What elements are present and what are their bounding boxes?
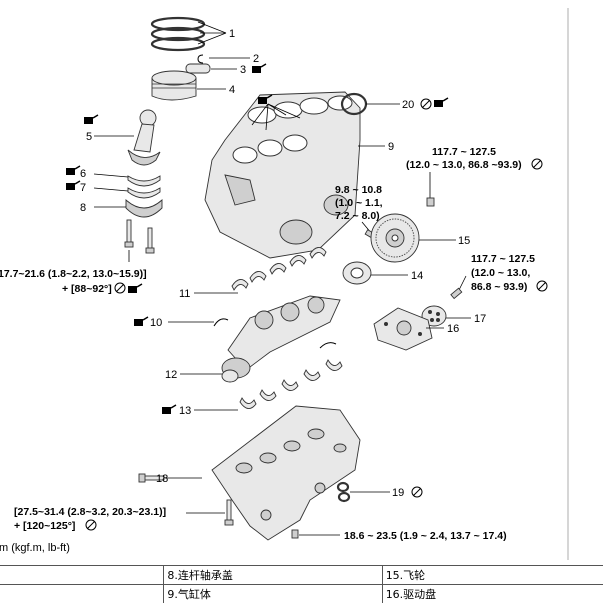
oil-can-icon <box>66 181 80 190</box>
legend-cell <box>0 566 164 585</box>
callout-1: 1 <box>229 28 235 40</box>
legend-cell: 8.连杆轴承盖 <box>164 566 382 585</box>
no-reuse-icon <box>115 283 125 293</box>
drive-plate-bolt <box>451 288 462 298</box>
table-row: 8.连杆轴承盖 15.飞轮 <box>0 566 603 585</box>
callout-9: 9 <box>388 141 394 153</box>
callout-13: 13 <box>179 405 191 417</box>
callout-2: 2 <box>253 53 259 65</box>
spacer-plate <box>343 262 371 284</box>
torque-main-cap-line1: [27.5~31.4 (2.8~3.2, 20.3~23.1)] <box>14 506 166 518</box>
callout-12: 12 <box>165 369 177 381</box>
no-reuse-icon <box>537 281 547 291</box>
conrod-bolts <box>125 220 154 253</box>
leader-6 <box>94 174 128 177</box>
lower-main-bearings <box>240 360 342 409</box>
torque-drive-plate-line1: 117.7 ~ 127.5 <box>471 253 535 265</box>
no-reuse-icon <box>532 159 542 169</box>
callout-6: 6 <box>80 168 86 180</box>
cylinder-block <box>205 92 360 258</box>
torque-main-cap-line2: + [120~125°] <box>14 520 75 532</box>
torque-drive-plate-line3: 86.8 ~ 93.9) <box>471 281 527 293</box>
torque-conrod-line2: + [88~92°] <box>62 283 112 295</box>
callout-10: 10 <box>150 317 162 329</box>
oil-can-icon <box>434 98 448 107</box>
callout-19: 19 <box>392 487 404 499</box>
unit-note: m (kgf.m, lb-ft) <box>0 542 70 554</box>
callout-7: 7 <box>80 182 86 194</box>
conrod-bearing-lower <box>128 188 160 198</box>
main-cap-bolt <box>225 500 233 525</box>
torque-flywheel-small-line3: 7.2 ~ 8.0) <box>335 210 380 222</box>
snap-ring <box>198 55 203 63</box>
callout-15: 15 <box>458 235 470 247</box>
torque-conrod-line1: 17.7~21.6 (1.8~2.2, 13.0~15.9)] <box>0 268 147 280</box>
oil-can-icon <box>134 317 148 326</box>
o-rings <box>338 483 349 501</box>
flywheel-bolt <box>427 198 434 206</box>
legend-cell: 16.驱动盘 <box>382 585 603 603</box>
callout-17: 17 <box>474 313 486 325</box>
no-reuse-icon <box>86 520 96 530</box>
legend-cell: 15.飞轮 <box>382 566 603 585</box>
callout-8: 8 <box>80 202 86 214</box>
piston <box>152 71 196 100</box>
piston-rings <box>152 18 204 50</box>
callout-3: 3 <box>240 64 246 76</box>
callout-16: 16 <box>447 323 459 335</box>
parts-legend-table: 8.连杆轴承盖 15.飞轮 9.气缸体 16.驱动盘 <box>0 565 603 603</box>
oil-can-icon <box>84 115 98 124</box>
callout-20: 20 <box>402 99 414 111</box>
leader-7 <box>94 188 128 191</box>
torque-bedplate: 18.6 ~ 23.5 (1.9 ~ 2.4, 13.7 ~ 17.4) <box>344 530 507 542</box>
connecting-rod <box>128 110 160 165</box>
piston-pin <box>186 64 210 73</box>
callout-14: 14 <box>411 270 423 282</box>
torque-flywheel-small-line1: 9.8 ~ 10.8 <box>335 184 382 196</box>
conrod-bearing-upper <box>128 176 160 186</box>
callout-11: 11 <box>179 288 190 300</box>
no-reuse-icon <box>412 487 422 497</box>
table-row: 9.气缸体 16.驱动盘 <box>0 585 603 603</box>
callout-4: 4 <box>229 84 235 96</box>
oil-can-icon <box>128 284 142 293</box>
bedplate-bolt <box>292 530 298 538</box>
legend-cell: 9.气缸体 <box>164 585 382 603</box>
oil-can-icon <box>252 64 266 73</box>
crankshaft <box>222 296 340 382</box>
torque-drive-plate-line2: (12.0 ~ 13.0, <box>471 267 530 279</box>
oil-can-icon <box>66 166 80 175</box>
callout-18: 18 <box>156 473 168 485</box>
torque-flywheel-top-line2: (12.0 ~ 13.0, 86.8 ~93.9) <box>406 159 522 171</box>
flywheel <box>371 214 419 262</box>
conrod-bearing-cap <box>126 200 162 217</box>
torque-flywheel-top-line1: 117.7 ~ 127.5 <box>432 146 496 158</box>
torque-flywheel-small-line2: (1.0 ~ 1.1, <box>335 197 383 209</box>
oil-can-icon <box>162 405 176 414</box>
no-reuse-icon <box>421 99 431 109</box>
callout-5: 5 <box>86 131 92 143</box>
legend-cell <box>0 585 164 603</box>
lower-crankcase <box>212 406 360 540</box>
